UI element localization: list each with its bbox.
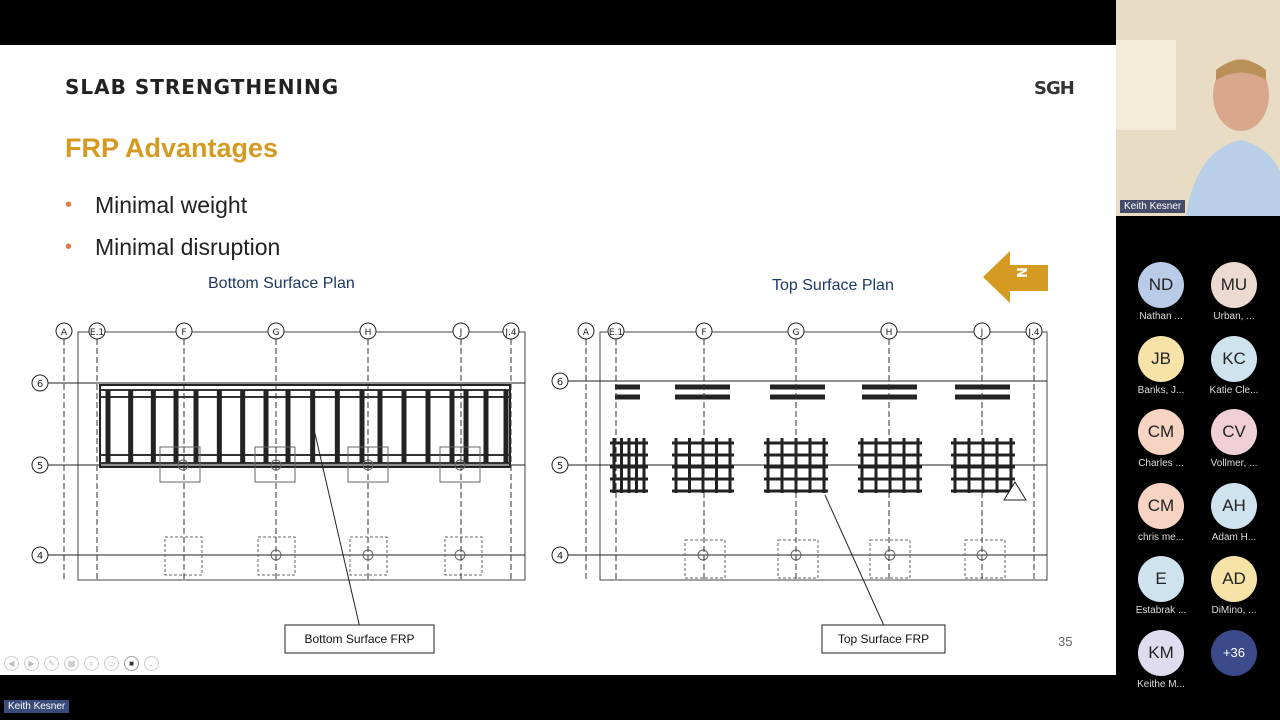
participant-name: Charles ... <box>1138 458 1184 469</box>
slideshow-toolbar: ◀ ▶ ✎ ▦ ⌕ ▭ ■ … <box>4 656 159 671</box>
participant-tile[interactable]: AD DiMino, ... <box>1199 556 1269 626</box>
north-arrow-icon: N <box>983 251 1048 303</box>
presentation-slide: SLAB STRENGTHENING SGH FRP Advantages Mi… <box>0 45 1116 675</box>
participant-tile[interactable]: AH Adam H... <box>1199 482 1269 553</box>
participant-tile[interactable]: E Estabrak ... <box>1126 556 1196 626</box>
grid-row-label: 6 <box>557 377 563 388</box>
avatar: AH <box>1211 482 1257 529</box>
bullet-item: Minimal disruption <box>65 232 280 274</box>
company-logo: SGH <box>1034 78 1075 99</box>
avatar: AD <box>1211 556 1257 602</box>
plan-drawings: N <box>31 251 1048 654</box>
grid-column-label: G <box>793 328 800 338</box>
top-surface-plan <box>560 331 1048 654</box>
grid-column-label: H <box>886 328 893 338</box>
slide-title: SLAB STRENGTHENING <box>65 75 340 99</box>
grid-column-label: J <box>459 328 463 338</box>
camera-icon[interactable]: ■ <box>124 656 139 671</box>
grid-row-label: 4 <box>37 551 43 562</box>
more-icon[interactable]: … <box>144 656 159 671</box>
participant-name: DiMino, ... <box>1211 605 1257 616</box>
participant-name: Vollmer, ... <box>1210 458 1258 469</box>
grid-column-label: J.4 <box>1027 328 1040 338</box>
participant-tile[interactable]: CM Charles ... <box>1126 409 1196 479</box>
avatar: KC <box>1211 335 1257 382</box>
participant-name: Banks, J... <box>1137 384 1185 396</box>
slide-subtitle: FRP Advantages <box>65 133 279 163</box>
avatar: CV <box>1211 409 1257 455</box>
previous-icon[interactable]: ◀ <box>4 656 19 671</box>
participant-name: Urban, ... <box>1213 311 1255 322</box>
participant-name: Estabrak ... <box>1135 605 1187 616</box>
participant-tile[interactable]: CM chris me... <box>1126 482 1196 553</box>
avatar: JB <box>1138 335 1184 382</box>
participant-name: Keithe M... <box>1137 678 1185 690</box>
grid-column-label: F <box>181 328 186 338</box>
participant-name: Adam H... <box>1211 531 1257 543</box>
participant-tile[interactable]: +36 <box>1199 629 1269 700</box>
participant-name: Nathan ... <box>1139 311 1183 322</box>
avatar: KM <box>1138 629 1184 676</box>
speaker-image <box>1116 0 1280 216</box>
avatar: CM <box>1138 409 1184 455</box>
participant-name: chris me... <box>1137 531 1185 543</box>
avatar: MU <box>1211 262 1257 308</box>
zoom-icon[interactable]: ⌕ <box>84 656 99 671</box>
avatar: CM <box>1138 482 1184 529</box>
participant-tile[interactable]: KC Katie Cle... <box>1199 335 1269 406</box>
speaker-name: Keith Kesner <box>1120 200 1186 213</box>
participant-tile[interactable]: JB Banks, J... <box>1126 335 1196 406</box>
grid-row-label: 4 <box>557 551 563 562</box>
avatar: ND <box>1138 262 1184 308</box>
grid-column-label: J <box>980 328 984 338</box>
grid-column-label: A <box>583 328 590 338</box>
grid-column-label: H <box>365 328 372 338</box>
participant-tile[interactable]: KM Keithe M... <box>1126 629 1196 700</box>
participant-tile[interactable]: CV Vollmer, ... <box>1199 409 1269 479</box>
avatar: +36 <box>1211 629 1257 676</box>
grid-column-label: F <box>701 328 706 338</box>
participant-tile[interactable]: ND Nathan ... <box>1126 262 1196 332</box>
grid-column-label: E.1 <box>90 328 104 338</box>
bullet-item: Minimal weight <box>65 190 280 232</box>
top-bar <box>0 0 1116 45</box>
active-speaker-name: Keith Kesner <box>4 700 70 713</box>
grid-column-label: A <box>61 328 68 338</box>
page-number: 35 <box>1058 634 1073 649</box>
bottom-surface-plan <box>40 331 526 654</box>
participant-tile[interactable]: MU Urban, ... <box>1199 262 1269 332</box>
grid-column-label: G <box>273 328 280 338</box>
pen-icon[interactable]: ✎ <box>44 656 59 671</box>
subtitles-icon[interactable]: ▭ <box>104 656 119 671</box>
participant-name: Katie Cle... <box>1209 384 1259 396</box>
grid-row-label: 6 <box>37 379 43 390</box>
grid-row-label: 5 <box>37 461 43 472</box>
avatar: E <box>1138 556 1184 602</box>
bottom-surface-frp-callout: Bottom Surface FRP <box>304 632 415 646</box>
next-icon[interactable]: ▶ <box>24 656 39 671</box>
bottom-plan-label: Bottom Surface Plan <box>208 275 355 292</box>
grid-column-label: E.1 <box>609 328 623 338</box>
grid-column-label: J.4 <box>504 328 517 338</box>
top-plan-label: Top Surface Plan <box>772 277 894 294</box>
top-surface-frp-callout: Top Surface FRP <box>837 632 930 646</box>
slides-icon[interactable]: ▦ <box>64 656 79 671</box>
bullet-list: Minimal weight Minimal disruption <box>65 190 280 274</box>
north-label: N <box>1016 267 1031 278</box>
grid-row-label: 5 <box>557 461 563 472</box>
speaker-video[interactable]: Keith Kesner <box>1116 0 1280 216</box>
